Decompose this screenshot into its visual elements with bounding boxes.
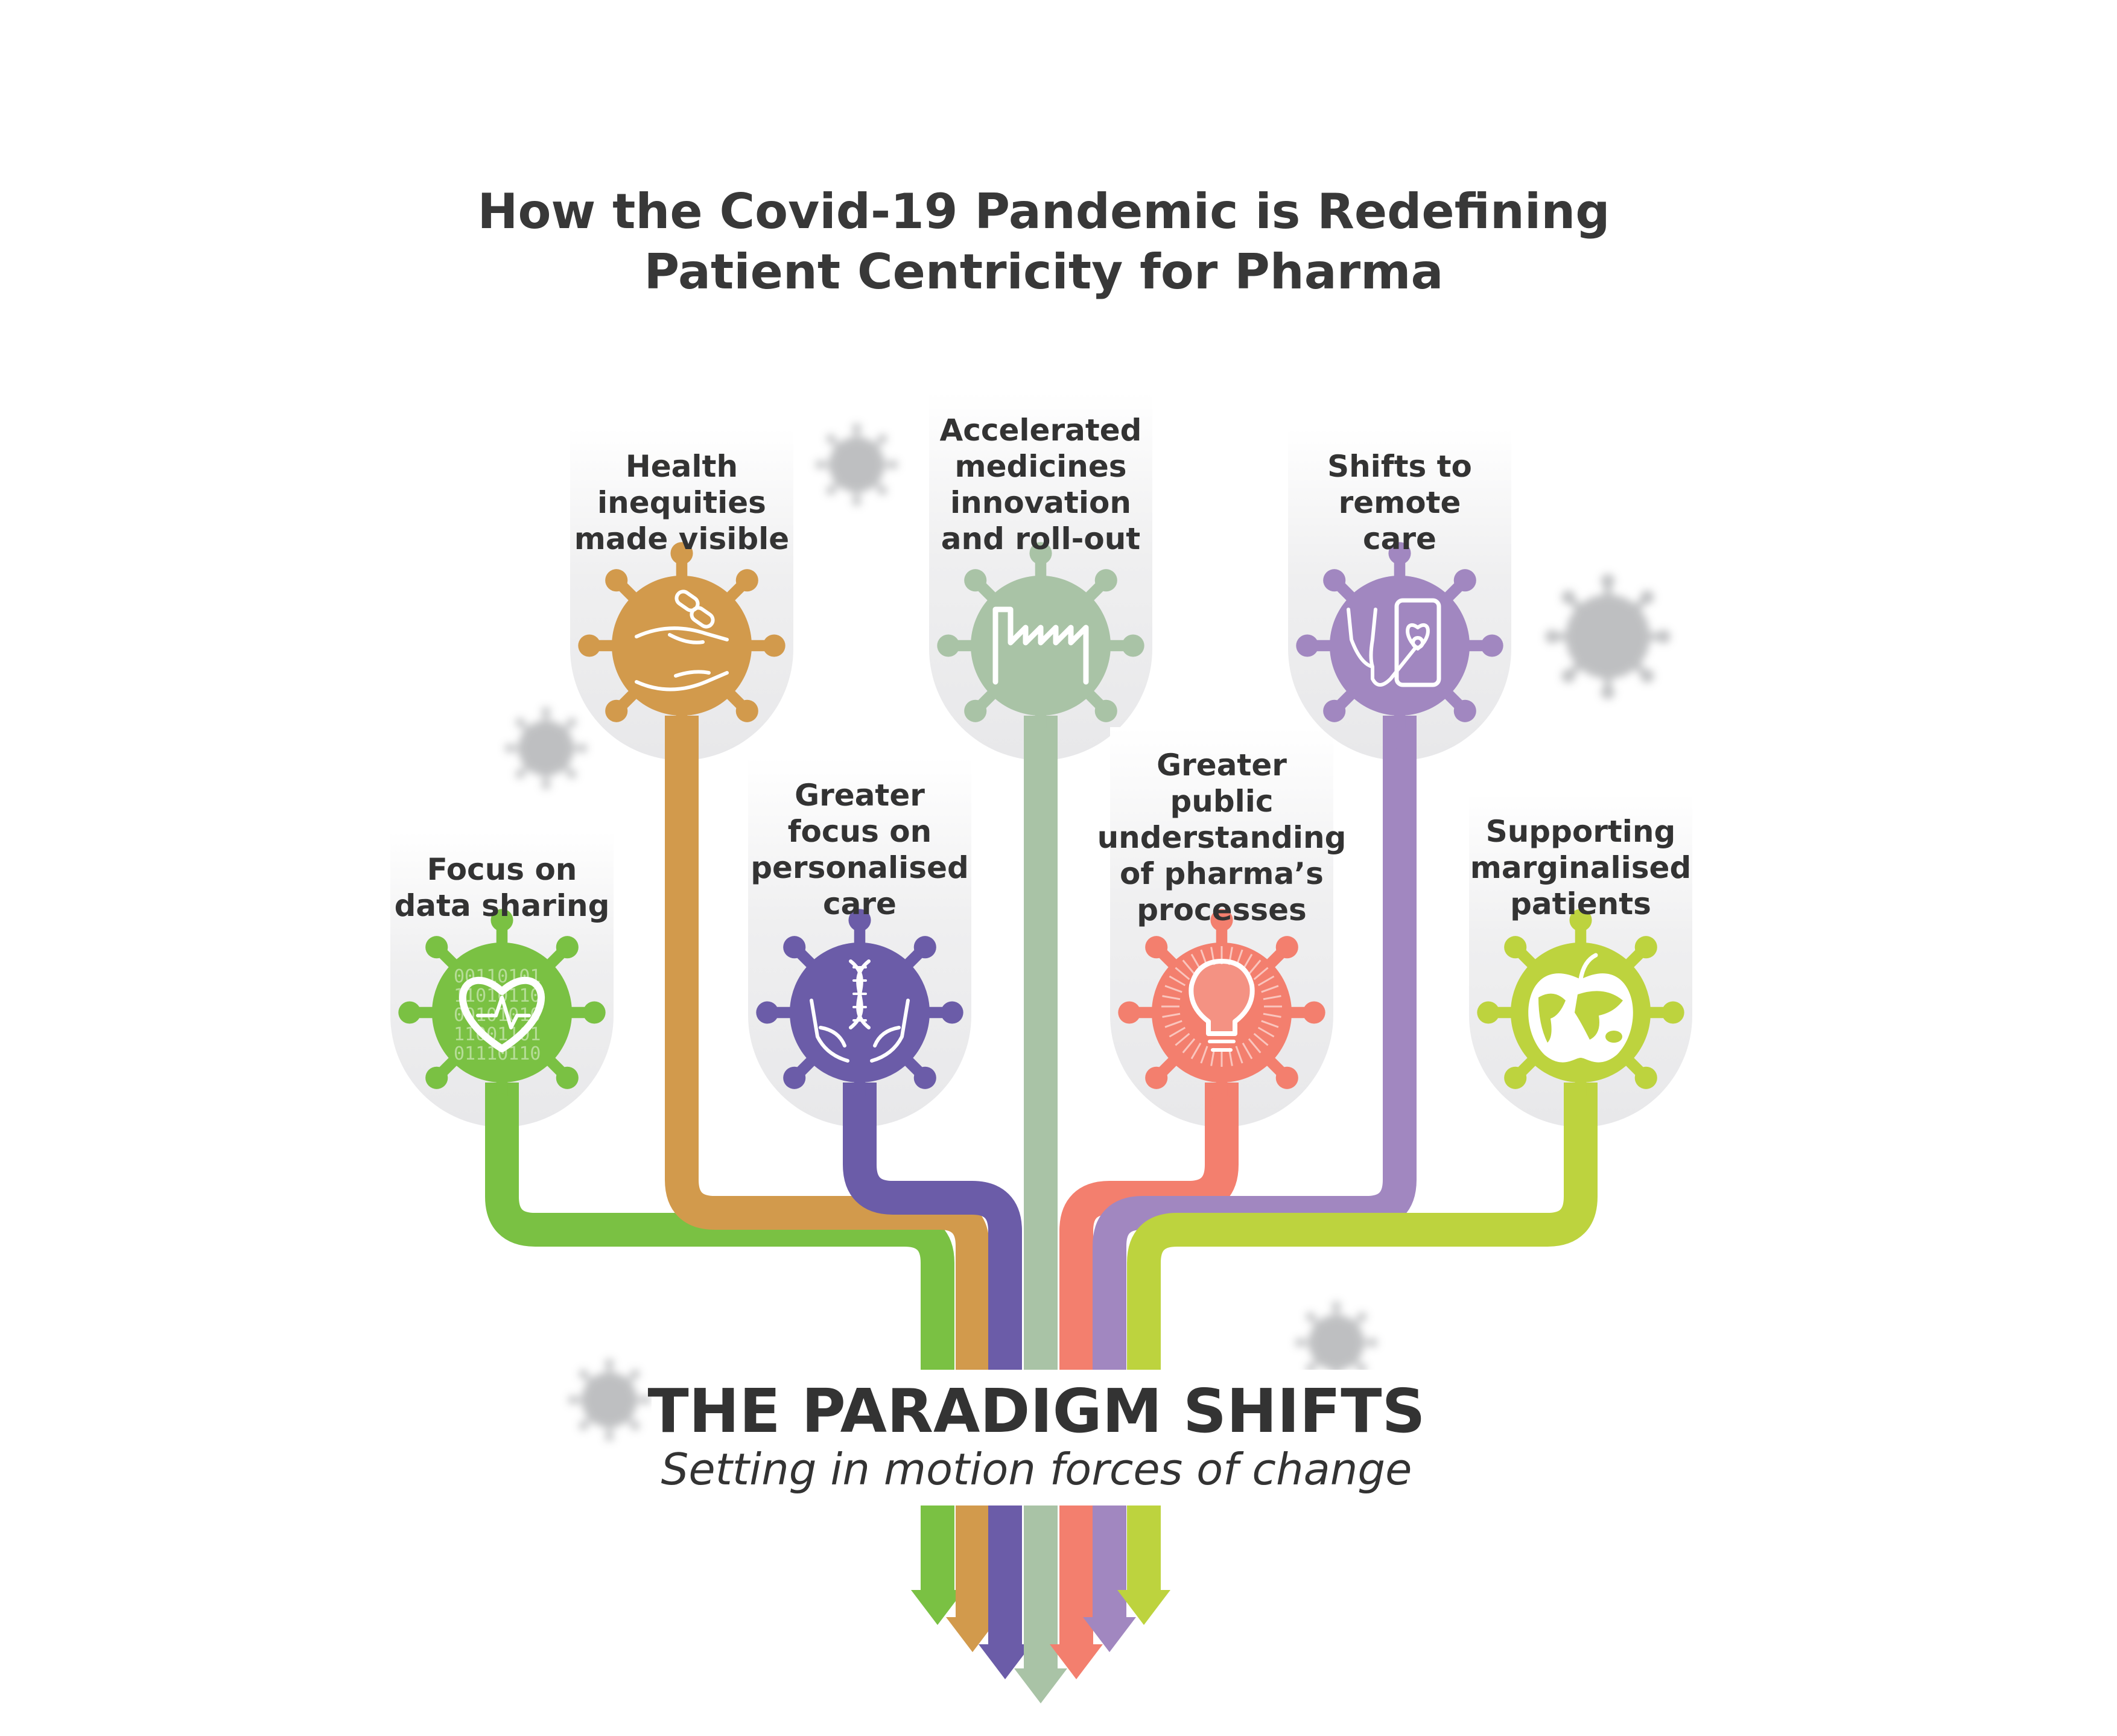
label-medicines-innovation-line-4: and roll-out [941,521,1140,556]
label-health-inequities-line-2: inequities [597,485,766,520]
heading-band [652,1370,1424,1505]
background-virus-3 [1545,574,1671,699]
label-health-inequities-line-1: Health [626,449,738,484]
label-personalised-care-line-2: focus on [788,814,932,849]
label-public-understanding-line-4: of pharma’s [1120,856,1324,891]
label-personalised-care-line-3: personalised [751,850,969,885]
stethoscope-phone-icon [1347,598,1441,687]
arrow-head-public-understanding [1050,1644,1103,1679]
apple-world-icon [1528,953,1633,1063]
label-medicines-innovation-line-3: innovation [950,485,1131,520]
virus-marginalised-patients [1477,909,1684,1116]
label-health-inequities-line-3: made visible [574,521,789,556]
label-marginalised-patients-line-3: patients [1510,886,1651,921]
label-remote-care-line-1: Shifts to [1327,449,1472,484]
label-public-understanding-line-1: Greater [1157,748,1287,783]
label-public-understanding-line-2: public [1170,784,1273,819]
virus-public-understanding [1118,909,1325,1116]
factory-icon [992,606,1089,685]
hands-pills-icon [635,590,729,692]
arrow-head-health-inequities [946,1617,999,1652]
arrow-head-personalised-care [979,1644,1032,1679]
background-virus-5 [568,1358,651,1442]
title-line-1: How the Covid-19 Pandemic is Redefining [477,183,1610,240]
label-marginalised-patients-line-2: marginalised [1470,850,1692,885]
virus-remote-care [1296,542,1503,749]
label-public-understanding-line-3: understanding [1097,820,1347,855]
arrow-head-marginalised-patients [1117,1590,1170,1625]
paradigm-subheading: Setting in motion forces of change [661,1444,1412,1495]
arrow-heads [911,1590,1170,1703]
flow-line-personalised-care [843,1083,1022,1593]
paradigm-heading: THE PARADIGM SHIFTS [647,1376,1425,1446]
background-virus-4 [1295,1301,1378,1384]
label-data-sharing-line-2: data sharing [395,888,610,923]
label-personalised-care-line-4: care [823,886,897,921]
background-virus-1 [815,423,898,506]
lightbulb-icon [1161,946,1282,1067]
background-virus-decor [504,423,1671,1442]
flow-line-health-inequities [665,716,989,1593]
background-virus-2 [504,707,588,790]
flow-line-marginalised-patients [1127,1083,1598,1593]
label-remote-care-line-2: remote [1339,485,1461,520]
label-marginalised-patients-line-1: Supporting [1486,814,1676,849]
flow-lines [485,716,1598,1593]
virus-medicines-innovation [937,542,1144,749]
arrow-head-medicines-innovation [1014,1668,1067,1703]
label-public-understanding-line-5: processes [1137,892,1307,927]
arrow-head-data-sharing [911,1590,964,1625]
label-data-sharing-line-1: Focus on [427,852,577,887]
label-medicines-innovation-line-1: Accelerated [940,413,1142,448]
virus-personalised-care [756,909,963,1116]
label-personalised-care-line-1: Greater [795,778,925,813]
label-medicines-innovation-line-2: medicines [955,449,1127,484]
dna-hands-icon [810,959,910,1063]
title-line-2: Patient Centricity for Pharma [644,244,1444,300]
arrow-head-remote-care [1083,1617,1136,1652]
label-remote-care-line-3: care [1363,521,1436,556]
virus-health-inequities [578,542,786,749]
